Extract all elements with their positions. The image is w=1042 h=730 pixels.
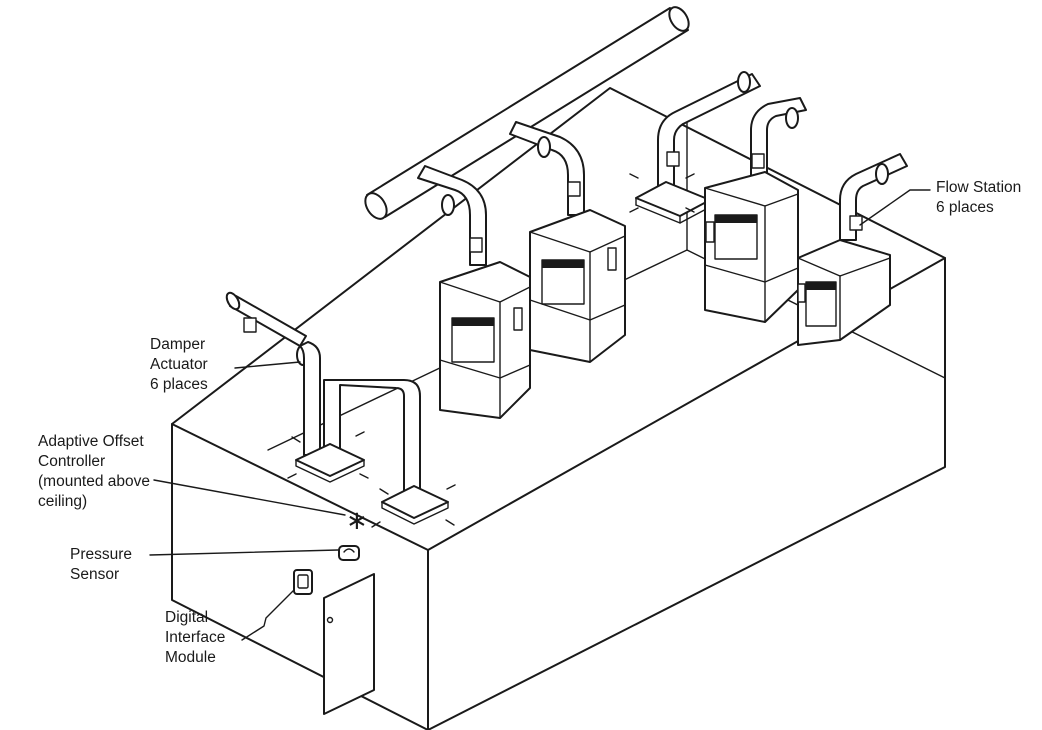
adaptive-offset-controller-label: Adaptive Offset Controller (mounted abov… xyxy=(38,433,151,510)
duct-branch-2 xyxy=(509,121,585,216)
pressure-sensor xyxy=(338,545,360,561)
fume-hood-3 xyxy=(704,171,799,323)
pressure-sensor-label: Pressure Sensor xyxy=(70,546,133,583)
asterisk-icon: ∗ xyxy=(346,506,368,536)
dim-leader xyxy=(241,589,295,641)
flow-station-5 xyxy=(849,215,863,231)
damper-leader xyxy=(234,361,301,369)
damper-3 xyxy=(737,71,751,93)
flow-station-3 xyxy=(666,151,680,167)
door xyxy=(323,573,375,715)
damper-actuator-label: Damper Actuator 6 places xyxy=(150,336,208,393)
flow-station-2 xyxy=(567,181,581,197)
flow-station-4 xyxy=(751,153,765,169)
fume-hood-2 xyxy=(529,209,626,363)
flow-station-1 xyxy=(469,237,483,253)
damper-5 xyxy=(875,163,889,185)
front-damper-actuator xyxy=(243,317,257,333)
duct-branch-4 xyxy=(750,97,807,187)
damper-4 xyxy=(785,107,799,129)
main-duct-end xyxy=(364,192,388,220)
digital-interface-module xyxy=(293,569,313,595)
flow-station-label: Flow Station 6 places xyxy=(936,179,1022,216)
fume-hood-1 xyxy=(439,261,531,419)
room-outline xyxy=(171,87,946,730)
main-exhaust-duct xyxy=(364,6,690,220)
pressure-sensor-leader xyxy=(149,549,339,556)
flow-station-leader xyxy=(859,189,931,226)
duct-branch-1 xyxy=(417,165,487,266)
duct-branch-5 xyxy=(839,153,908,241)
front-duct xyxy=(225,291,449,525)
fume-hood-4 xyxy=(797,239,891,346)
main-duct-far-end xyxy=(668,6,690,32)
airflow-arrows xyxy=(287,173,695,528)
leader-lines xyxy=(149,189,931,641)
damper-2 xyxy=(537,136,551,158)
laboratory-room xyxy=(171,87,946,730)
digital-interface-module-label: Digital Interface Module xyxy=(165,609,226,666)
damper-1 xyxy=(441,194,455,216)
front-duct-run xyxy=(229,295,307,347)
controller-leader xyxy=(153,479,346,516)
